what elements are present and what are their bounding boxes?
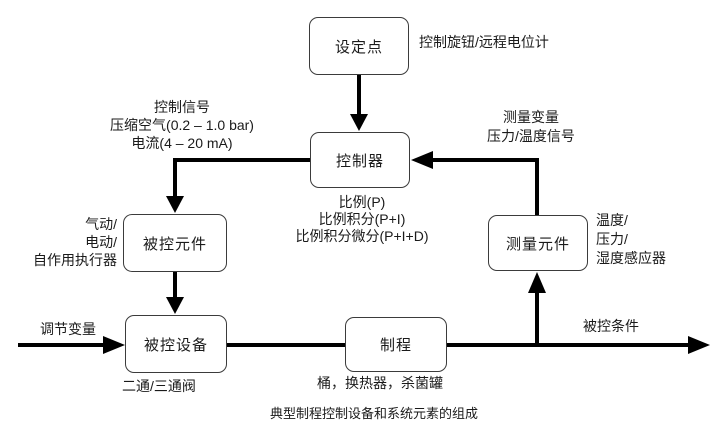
actuator-line: 气动/ [85, 216, 117, 232]
controlled-device-box-label: 被控设备 [143, 336, 208, 354]
sensor-line: 温度/ [596, 212, 628, 228]
pid-modes-annotation: 比例(P) 比例积分(P+I) 比例积分微分(P+I+D) [262, 194, 462, 245]
measured-variable-line: 测量变量 [503, 109, 559, 125]
controller-box-label: 控制器 [335, 152, 384, 170]
arrow-left-icon [411, 151, 433, 169]
connector-measuring-to-controller [433, 158, 539, 162]
setpoint-box-label: 设定点 [334, 38, 383, 56]
arrow-right-icon [688, 336, 710, 354]
connector-measuring-element-up [535, 160, 539, 215]
controlled-condition-annotation: 被控条件 [583, 318, 639, 334]
actuator-line: 自作用执行器 [33, 252, 117, 268]
control-signal-annotation: 控制信号 压缩空气(0.2 – 1.0 bar) 电流(4 – 20 mA) [82, 98, 282, 152]
arrow-down-icon [166, 196, 184, 213]
diagram-caption: 典型制程控制设备和系统元素的组成 [270, 406, 479, 421]
pid-mode-line: 比例(P) [338, 194, 386, 210]
arrow-up-icon [528, 272, 546, 293]
connector-process-outflow [447, 343, 688, 347]
control-signal-line: 控制信号 [154, 99, 210, 115]
sensor-line: 压力/ [596, 231, 628, 247]
measured-variable-line: 压力/温度信号 [487, 128, 575, 144]
pid-mode-line: 比例积分(P+I) [318, 211, 406, 227]
sensor-annotation: 温度/ 压力/ 湿度感应器 [596, 211, 666, 268]
controlled-device-box: 被控设备 [125, 315, 227, 373]
process-box: 制程 [345, 317, 447, 372]
controlled-element-box-label: 被控元件 [142, 235, 207, 253]
arrow-right-icon [103, 336, 125, 354]
measured-variable-annotation: 测量变量 压力/温度信号 [456, 108, 606, 146]
sensor-line: 湿度感应器 [596, 250, 666, 266]
measuring-element-box-label: 测量元件 [505, 235, 570, 253]
connector-controlled-element-to-device [173, 272, 177, 298]
control-signal-line: 压缩空气(0.2 – 1.0 bar) [110, 117, 254, 133]
connector-device-to-process [227, 343, 345, 347]
process-examples-annotation: 桶，换热器，杀菌罐 [317, 375, 443, 391]
connector-controller-to-controlled-element [173, 158, 177, 196]
controller-box: 控制器 [310, 132, 410, 188]
control-signal-line: 电流(4 – 20 mA) [131, 135, 233, 151]
controlled-element-box: 被控元件 [123, 214, 227, 272]
measuring-element-box: 测量元件 [488, 215, 588, 271]
arrow-down-icon [166, 297, 184, 314]
pid-mode-line: 比例积分微分(P+I+D) [295, 228, 429, 244]
process-box-label: 制程 [379, 337, 412, 354]
setpoint-annotation: 控制旋钮/远程电位计 [419, 34, 549, 50]
manipulated-variable-annotation: 调节变量 [40, 321, 96, 337]
connector-flow-to-measuring-element [535, 293, 539, 345]
actuator-annotation: 气动/ 电动/ 自作用执行器 [16, 215, 117, 269]
valve-annotation: 二通/三通阀 [122, 378, 196, 394]
connector-controller-out-left [175, 158, 310, 162]
arrow-down-icon [350, 114, 368, 131]
actuator-line: 电动/ [85, 234, 117, 250]
connector-inflow [18, 343, 103, 347]
setpoint-box: 设定点 [309, 17, 409, 75]
connector-setpoint-to-controller [357, 75, 361, 116]
